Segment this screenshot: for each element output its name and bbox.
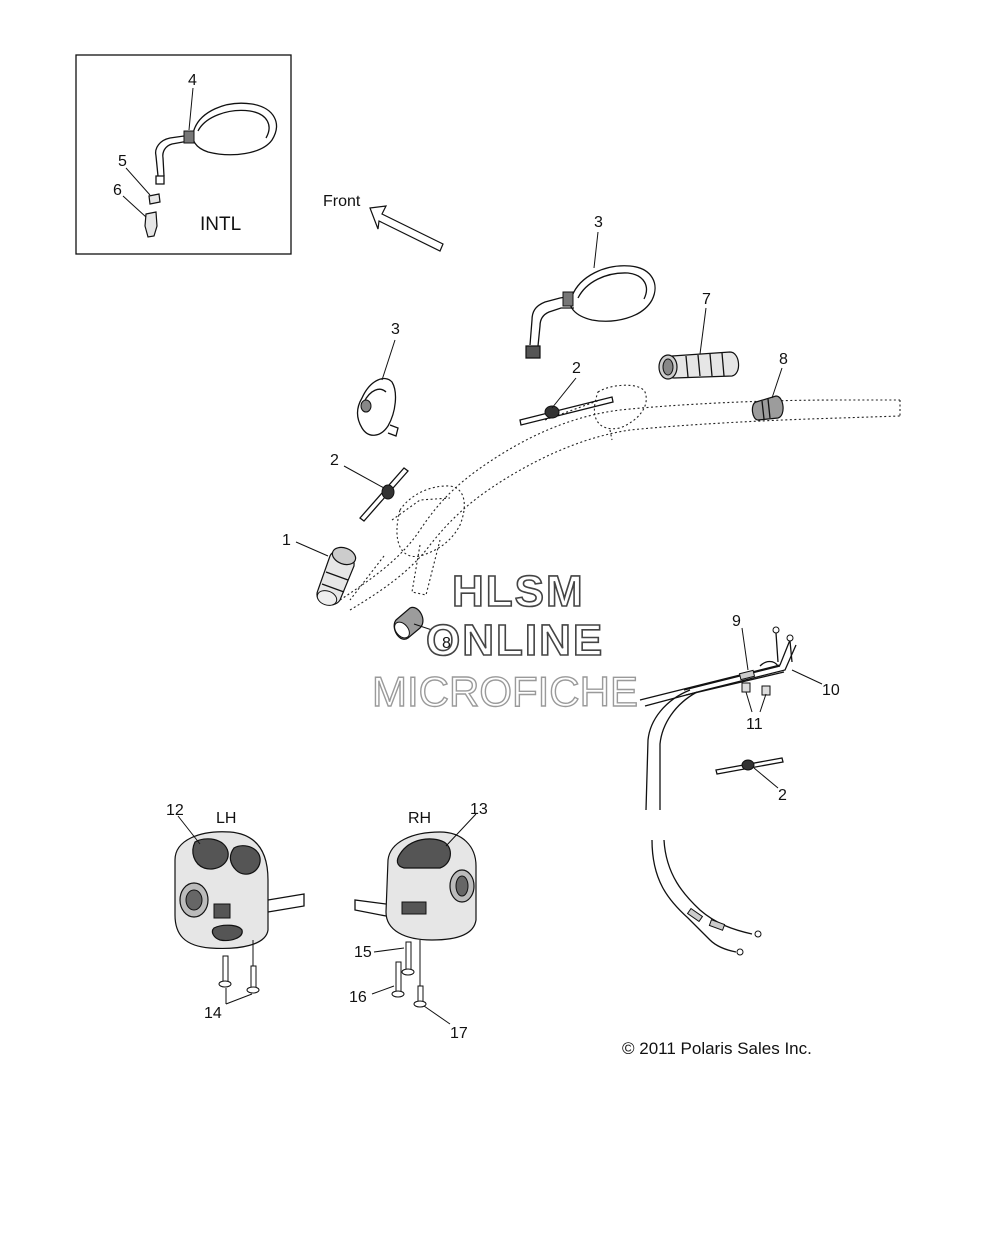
mirror-right xyxy=(525,265,656,359)
callout-7: 7 xyxy=(702,291,711,308)
callout-1: 1 xyxy=(282,532,291,549)
callout-2-left: 2 xyxy=(330,452,339,469)
callout-leaders xyxy=(177,231,823,1025)
cable-tie-upper xyxy=(519,396,614,426)
bar-end-left xyxy=(393,606,424,640)
cable-tie-lower xyxy=(715,757,784,775)
inset-mirror-illustration xyxy=(154,102,277,185)
intl-inset: 4 5 6 INTL xyxy=(75,54,292,255)
lh-switch-housing xyxy=(174,831,305,950)
front-arrow: Front xyxy=(323,193,444,252)
lh-label: LH xyxy=(216,810,236,827)
callout-8-left: 8 xyxy=(442,635,451,652)
callout-12: 12 xyxy=(166,802,184,819)
mirror-left xyxy=(356,377,399,437)
watermark-line-1: HLSM xyxy=(452,567,585,616)
inset-adapter-6 xyxy=(144,211,158,238)
rh-switch-housing xyxy=(354,831,477,941)
inset-callout-5: 5 xyxy=(118,153,127,170)
watermark-line-3: MICROFICHE xyxy=(372,668,638,715)
front-label: Front xyxy=(323,193,361,210)
grip-left xyxy=(316,546,357,606)
callout-10: 10 xyxy=(822,682,840,699)
screws xyxy=(218,940,427,1008)
bar-end-right xyxy=(751,395,784,421)
cable-tie-left xyxy=(359,467,409,522)
callout-9: 9 xyxy=(732,613,741,630)
callout-11: 11 xyxy=(746,716,763,733)
watermark-line-2: ONLINE xyxy=(426,616,604,665)
callout-17: 17 xyxy=(450,1025,468,1042)
callout-3-left: 3 xyxy=(391,321,400,338)
callout-8-right: 8 xyxy=(779,351,788,368)
inset-callout-6: 6 xyxy=(113,182,122,199)
grip-right xyxy=(658,351,740,380)
callout-15: 15 xyxy=(354,944,372,961)
inset-callout-4: 4 xyxy=(188,72,197,89)
copyright-notice: © 2011 Polaris Sales Inc. xyxy=(622,1039,812,1058)
callout-14: 14 xyxy=(204,1005,222,1022)
callout-2-upper: 2 xyxy=(572,360,581,377)
throttle-cables xyxy=(639,626,797,956)
inset-label: INTL xyxy=(200,214,241,235)
rh-label: RH xyxy=(408,810,431,827)
handlebar xyxy=(339,384,901,611)
callout-13: 13 xyxy=(470,801,488,818)
inset-nut-5 xyxy=(148,193,161,205)
callout-2-lower: 2 xyxy=(778,787,787,804)
callout-3-right: 3 xyxy=(594,214,603,231)
callout-16: 16 xyxy=(349,989,367,1006)
